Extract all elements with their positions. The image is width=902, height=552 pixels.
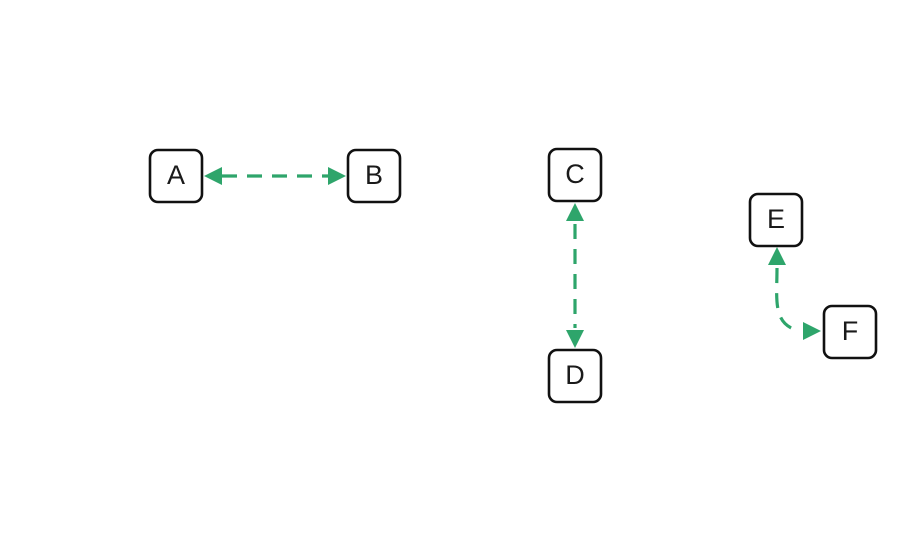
edge-a-b-arrowhead-start [204,167,222,185]
node-e-label: E [767,204,785,234]
node-d-box [547,348,603,404]
edge-e-f[interactable] [768,247,821,340]
edge-e-f-arrowhead-start [768,247,786,265]
nodes-layer: A B C D E F [148,147,878,404]
node-a-box [148,148,204,204]
node-e[interactable]: E [748,192,804,248]
node-b-label: B [365,160,383,190]
node-b-box [346,148,402,204]
node-a[interactable]: A [148,148,204,204]
node-d[interactable]: D [547,348,603,404]
node-a-label: A [167,160,185,190]
edge-e-f-line [775,267,801,333]
node-f-box [822,304,878,360]
edge-a-b[interactable] [204,167,346,185]
node-f-label: F [842,316,859,346]
node-c-box [547,147,603,203]
edge-c-d[interactable] [566,203,584,348]
node-d-label: D [565,360,585,390]
node-f[interactable]: F [822,304,878,360]
node-c-label: C [565,159,585,189]
edge-c-d-arrowhead-end [566,330,584,348]
edge-e-f-arrowhead-end [803,322,821,340]
node-c[interactable]: C [547,147,603,203]
node-b[interactable]: B [346,148,402,204]
node-e-box [748,192,804,248]
edge-a-b-arrowhead-end [328,167,346,185]
edges-layer [204,167,821,348]
edge-c-d-arrowhead-start [566,203,584,221]
